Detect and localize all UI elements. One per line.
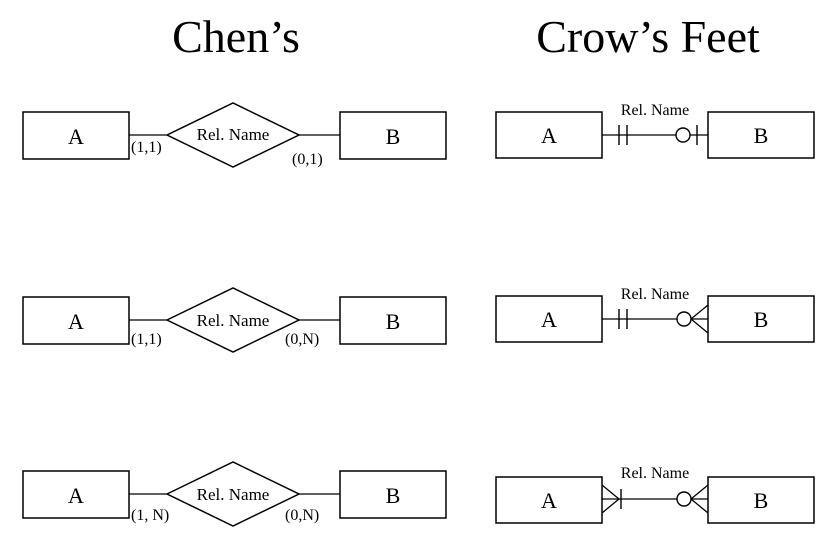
entity-b-box xyxy=(339,296,447,345)
relationship-label: Rel. Name xyxy=(621,465,689,482)
chen-row-2: A Rel. Name B (1,1) (0,N) xyxy=(22,287,447,353)
chen-row-1: A Rel. Name B (1,1) (0,1) xyxy=(22,102,447,168)
crow-title: Crow’s Feet xyxy=(536,11,760,62)
entity-b-label: B xyxy=(754,307,769,332)
entity-a-label: A xyxy=(541,123,557,148)
entity-b-box xyxy=(707,476,815,524)
relationship-label: Rel. Name xyxy=(197,485,270,504)
relationship-label: Rel. Name xyxy=(197,311,270,330)
relationship-label: Rel. Name xyxy=(621,286,689,303)
entity-b-label: B xyxy=(754,488,769,513)
cardinality-b: (0,1) xyxy=(292,151,323,168)
entity-b-label: B xyxy=(386,124,401,149)
entity-b-box xyxy=(339,111,447,160)
entity-b-box xyxy=(707,111,815,159)
entity-a-label: A xyxy=(541,488,557,513)
entity-b-box xyxy=(707,295,815,343)
entity-b-label: B xyxy=(386,483,401,508)
cardinality-a: (1,1) xyxy=(131,331,162,348)
one-and-only-one-symbol xyxy=(618,125,628,145)
crow-row-2: A Rel. Name B xyxy=(495,286,815,343)
cardinality-b: (0,N) xyxy=(285,507,319,524)
entity-a-label: A xyxy=(68,124,84,149)
entity-b-label: B xyxy=(754,123,769,148)
one-or-many-symbol xyxy=(601,484,622,514)
entity-a-label: A xyxy=(541,307,557,332)
zero-or-one-symbol xyxy=(675,125,698,145)
crow-row-1: A Rel. Name B xyxy=(495,102,815,159)
relationship-label: Rel. Name xyxy=(197,125,270,144)
relationship-label: Rel. Name xyxy=(621,102,689,119)
chen-title: Chen’s xyxy=(172,11,300,62)
cardinality-a: (1,1) xyxy=(131,139,162,156)
one-and-only-one-symbol xyxy=(618,309,628,329)
chen-row-3: A Rel. Name B (1, N) (0,N) xyxy=(22,461,447,527)
cardinality-a: (1, N) xyxy=(131,507,169,524)
entity-b-label: B xyxy=(386,309,401,334)
crow-row-3: A Rel. Name B xyxy=(495,465,815,524)
entity-a-box xyxy=(495,476,603,524)
cardinality-b: (0,N) xyxy=(285,331,319,348)
entity-b-box xyxy=(339,470,447,519)
entity-a-label: A xyxy=(68,483,84,508)
zero-or-many-symbol xyxy=(676,484,709,514)
entity-a-label: A xyxy=(68,309,84,334)
zero-or-many-symbol xyxy=(676,304,709,334)
